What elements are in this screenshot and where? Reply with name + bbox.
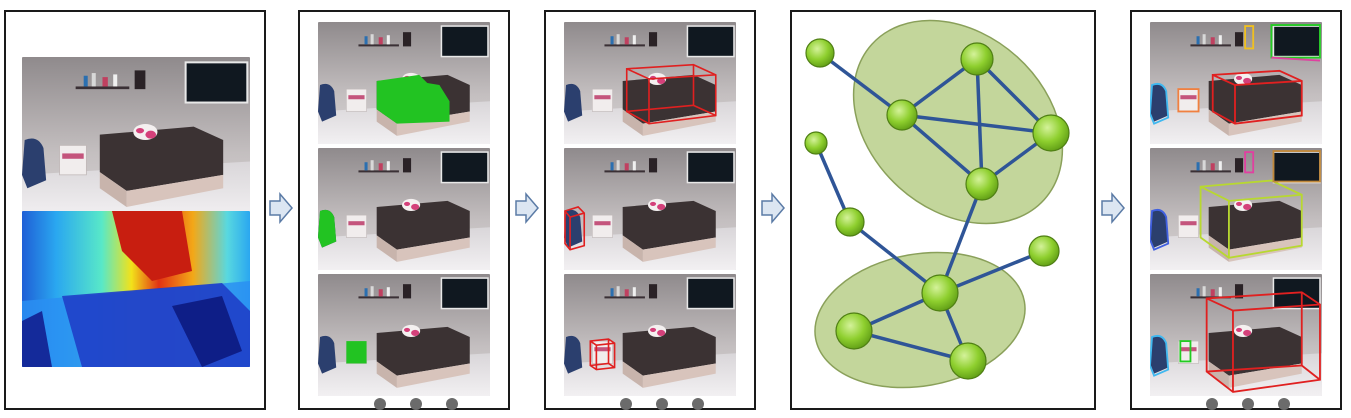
segmentation-panel <box>298 10 510 410</box>
rgb-image <box>22 57 250 211</box>
dot <box>1242 398 1254 410</box>
dot <box>1206 398 1218 410</box>
output-view-3 <box>1150 274 1322 396</box>
graph-node <box>804 131 828 155</box>
bounding-box-panel <box>544 10 756 410</box>
graph-node <box>886 99 918 131</box>
dot <box>410 398 422 410</box>
output-view-1 <box>1150 22 1322 144</box>
dot <box>1278 398 1290 410</box>
graph-panel <box>790 10 1096 410</box>
more-indicator <box>620 398 704 410</box>
dot <box>692 398 704 410</box>
box-view-1 <box>564 22 736 144</box>
relation-graph <box>804 19 1070 389</box>
dot <box>374 398 386 410</box>
more-indicator <box>1206 398 1290 410</box>
graph-node <box>965 167 999 201</box>
flow-arrow <box>1100 192 1126 224</box>
segmentation-view-1 <box>318 22 490 144</box>
box-view-3 <box>564 274 736 396</box>
graph-node <box>1028 235 1060 267</box>
more-indicator <box>374 398 458 410</box>
dot <box>656 398 668 410</box>
cluster-bottom <box>814 251 1026 389</box>
graph-node <box>835 207 865 237</box>
graph-node <box>921 274 959 312</box>
input-panel <box>4 10 266 410</box>
flow-arrow <box>268 192 294 224</box>
output-panel <box>1130 10 1342 410</box>
flow-arrow <box>514 192 540 224</box>
graph-node <box>949 342 987 380</box>
dot <box>620 398 632 410</box>
segmentation-view-3 <box>318 274 490 396</box>
graph-node <box>835 312 873 350</box>
segmentation-view-2 <box>318 148 490 270</box>
graph-node <box>960 42 994 76</box>
box-view-2 <box>564 148 736 270</box>
graph-node <box>1032 114 1070 152</box>
dot <box>446 398 458 410</box>
depth-map <box>22 211 250 367</box>
graph-nodes <box>804 38 1070 380</box>
graph-node <box>805 38 835 68</box>
flow-arrow <box>760 192 786 224</box>
output-view-2 <box>1150 148 1322 270</box>
